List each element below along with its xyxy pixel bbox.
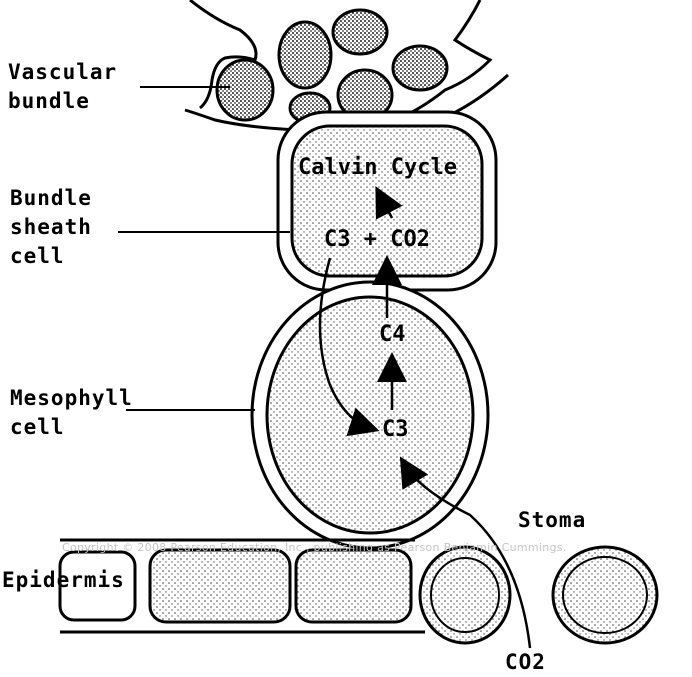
label-bundle-sheath-cell: Bundle sheath cell [10, 184, 92, 271]
copyright-watermark: Copyright © 2008 Pearson Education, Inc.… [62, 541, 567, 554]
label-stoma: Stoma [518, 506, 586, 535]
label-c3-co2: C3 + CO2 [324, 227, 430, 253]
label-mesophyll-cell: Mesophyll cell [10, 384, 133, 442]
epidermis [60, 540, 657, 643]
label-c4: C4 [379, 322, 406, 348]
label-c3: C3 [382, 417, 409, 443]
label-vascular-bundle: Vascular bundle [8, 58, 117, 116]
label-calvin-cycle: Calvin Cycle [298, 155, 457, 181]
mesophyll-cell [252, 282, 488, 548]
label-co2-bottom: CO2 [505, 648, 546, 677]
label-epidermis: Epidermis [2, 566, 125, 595]
bundle-sheath-cell [278, 112, 496, 290]
